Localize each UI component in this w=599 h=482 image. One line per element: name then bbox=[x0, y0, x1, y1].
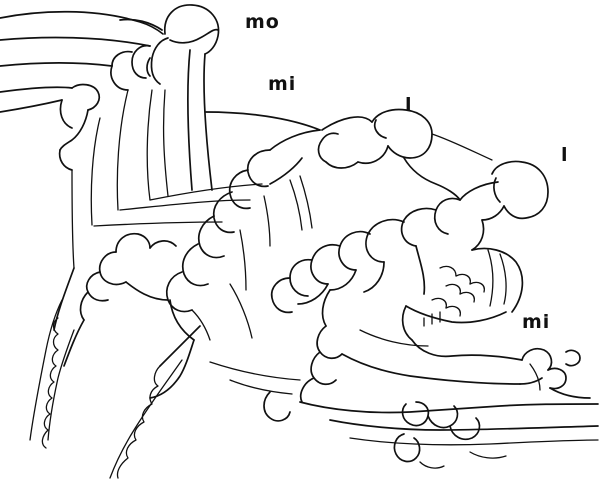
label-mi-top: mi bbox=[268, 75, 296, 94]
label-l-second: l bbox=[561, 146, 569, 165]
label-mi-bottom: mi bbox=[522, 313, 550, 332]
label-l-first: l bbox=[405, 96, 413, 115]
central-cluster bbox=[167, 110, 492, 312]
upper-left-stalk bbox=[0, 5, 320, 268]
right-cluster bbox=[272, 162, 548, 341]
lower-left-branch bbox=[30, 234, 252, 478]
label-mo: mo bbox=[245, 13, 280, 32]
